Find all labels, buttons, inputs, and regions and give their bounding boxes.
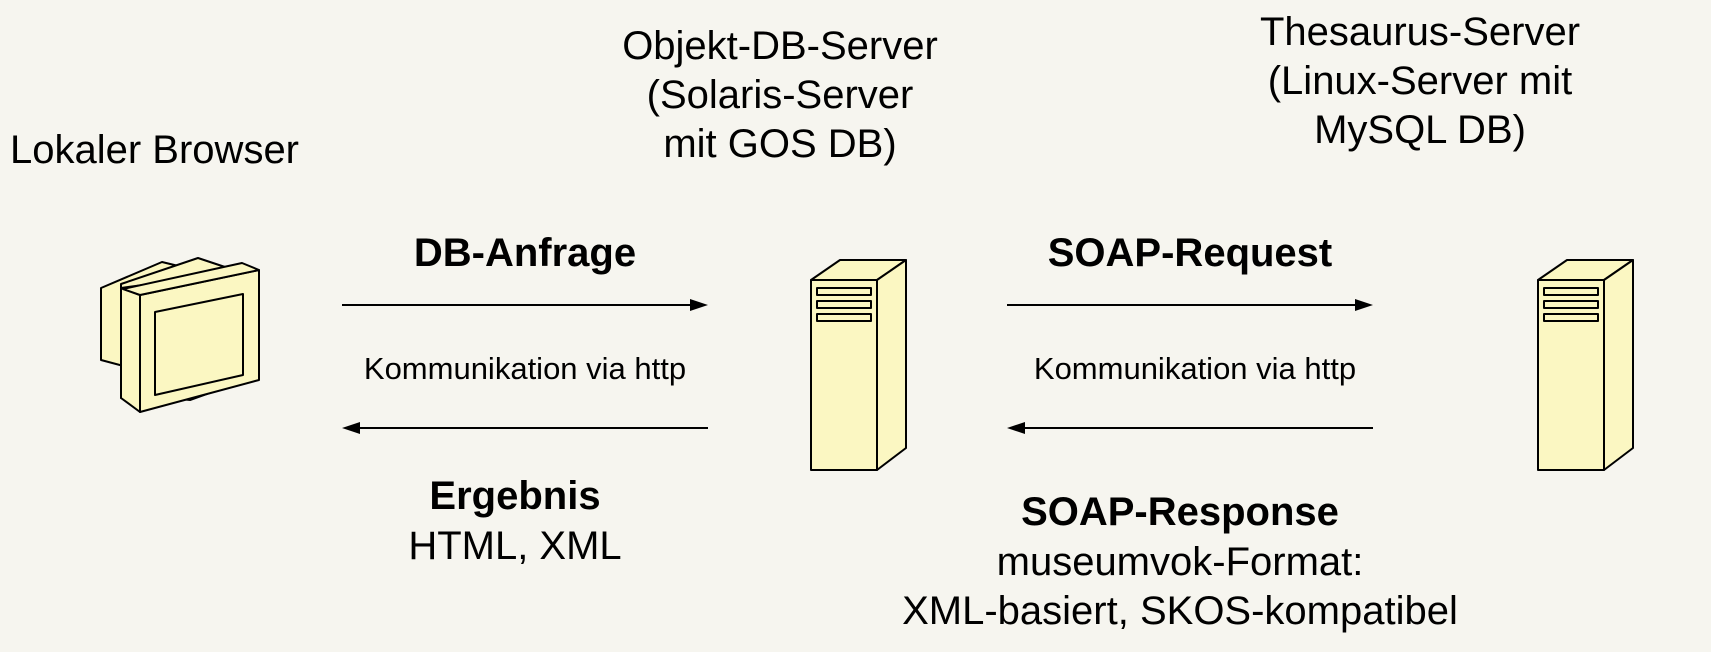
thesaurus-server-title: Thesaurus-Server (Linux-Server mit MySQL… xyxy=(1210,8,1630,154)
soap-response-detail-line-2: XML-basiert, SKOS-kompatibel xyxy=(902,588,1458,633)
soap-response-arrow xyxy=(1007,422,1373,434)
object-db-server-title-line-1: Objekt-DB-Server xyxy=(622,24,938,68)
db-response-detail: HTML, XML xyxy=(375,522,655,571)
thesaurus-server-title-line-2: (Linux-Server mit xyxy=(1267,58,1573,103)
object-db-server-title: Objekt-DB-Server (Solaris-Server mit GOS… xyxy=(555,22,1005,168)
thesaurus-server-title-line-1: Thesaurus-Server xyxy=(1259,10,1581,54)
computer-monitor-icon xyxy=(100,257,260,413)
db-request-arrow xyxy=(342,299,708,311)
soap-response-detail-line-1: museumvok-Format: xyxy=(996,540,1364,584)
db-response-label: Ergebnis xyxy=(429,474,601,518)
thesaurus-server-title-line-3: MySQL DB) xyxy=(1314,107,1526,152)
db-response-arrow xyxy=(342,422,708,434)
object-db-server-title-line-2: (Solaris-Server xyxy=(646,72,914,117)
soap-response-label: SOAP-Response xyxy=(1021,490,1339,534)
db-request-label: DB-Anfrage xyxy=(413,231,637,275)
object-db-server-title-line-3: mit GOS DB) xyxy=(663,121,897,166)
server-tower-icon xyxy=(1537,259,1634,471)
soap-request-label: SOAP-Request xyxy=(1047,231,1333,275)
db-protocol-label: Kommunikation via http xyxy=(363,351,687,386)
browser-title: Lokaler Browser xyxy=(10,128,300,172)
server-tower-icon xyxy=(810,259,907,471)
soap-protocol-label: Kommunikation via http xyxy=(1033,351,1357,386)
db-response-detail-line-1: HTML, XML xyxy=(408,524,622,568)
soap-request-arrow xyxy=(1007,299,1373,311)
soap-response-detail: museumvok-Format: XML-basiert, SKOS-komp… xyxy=(830,538,1530,636)
